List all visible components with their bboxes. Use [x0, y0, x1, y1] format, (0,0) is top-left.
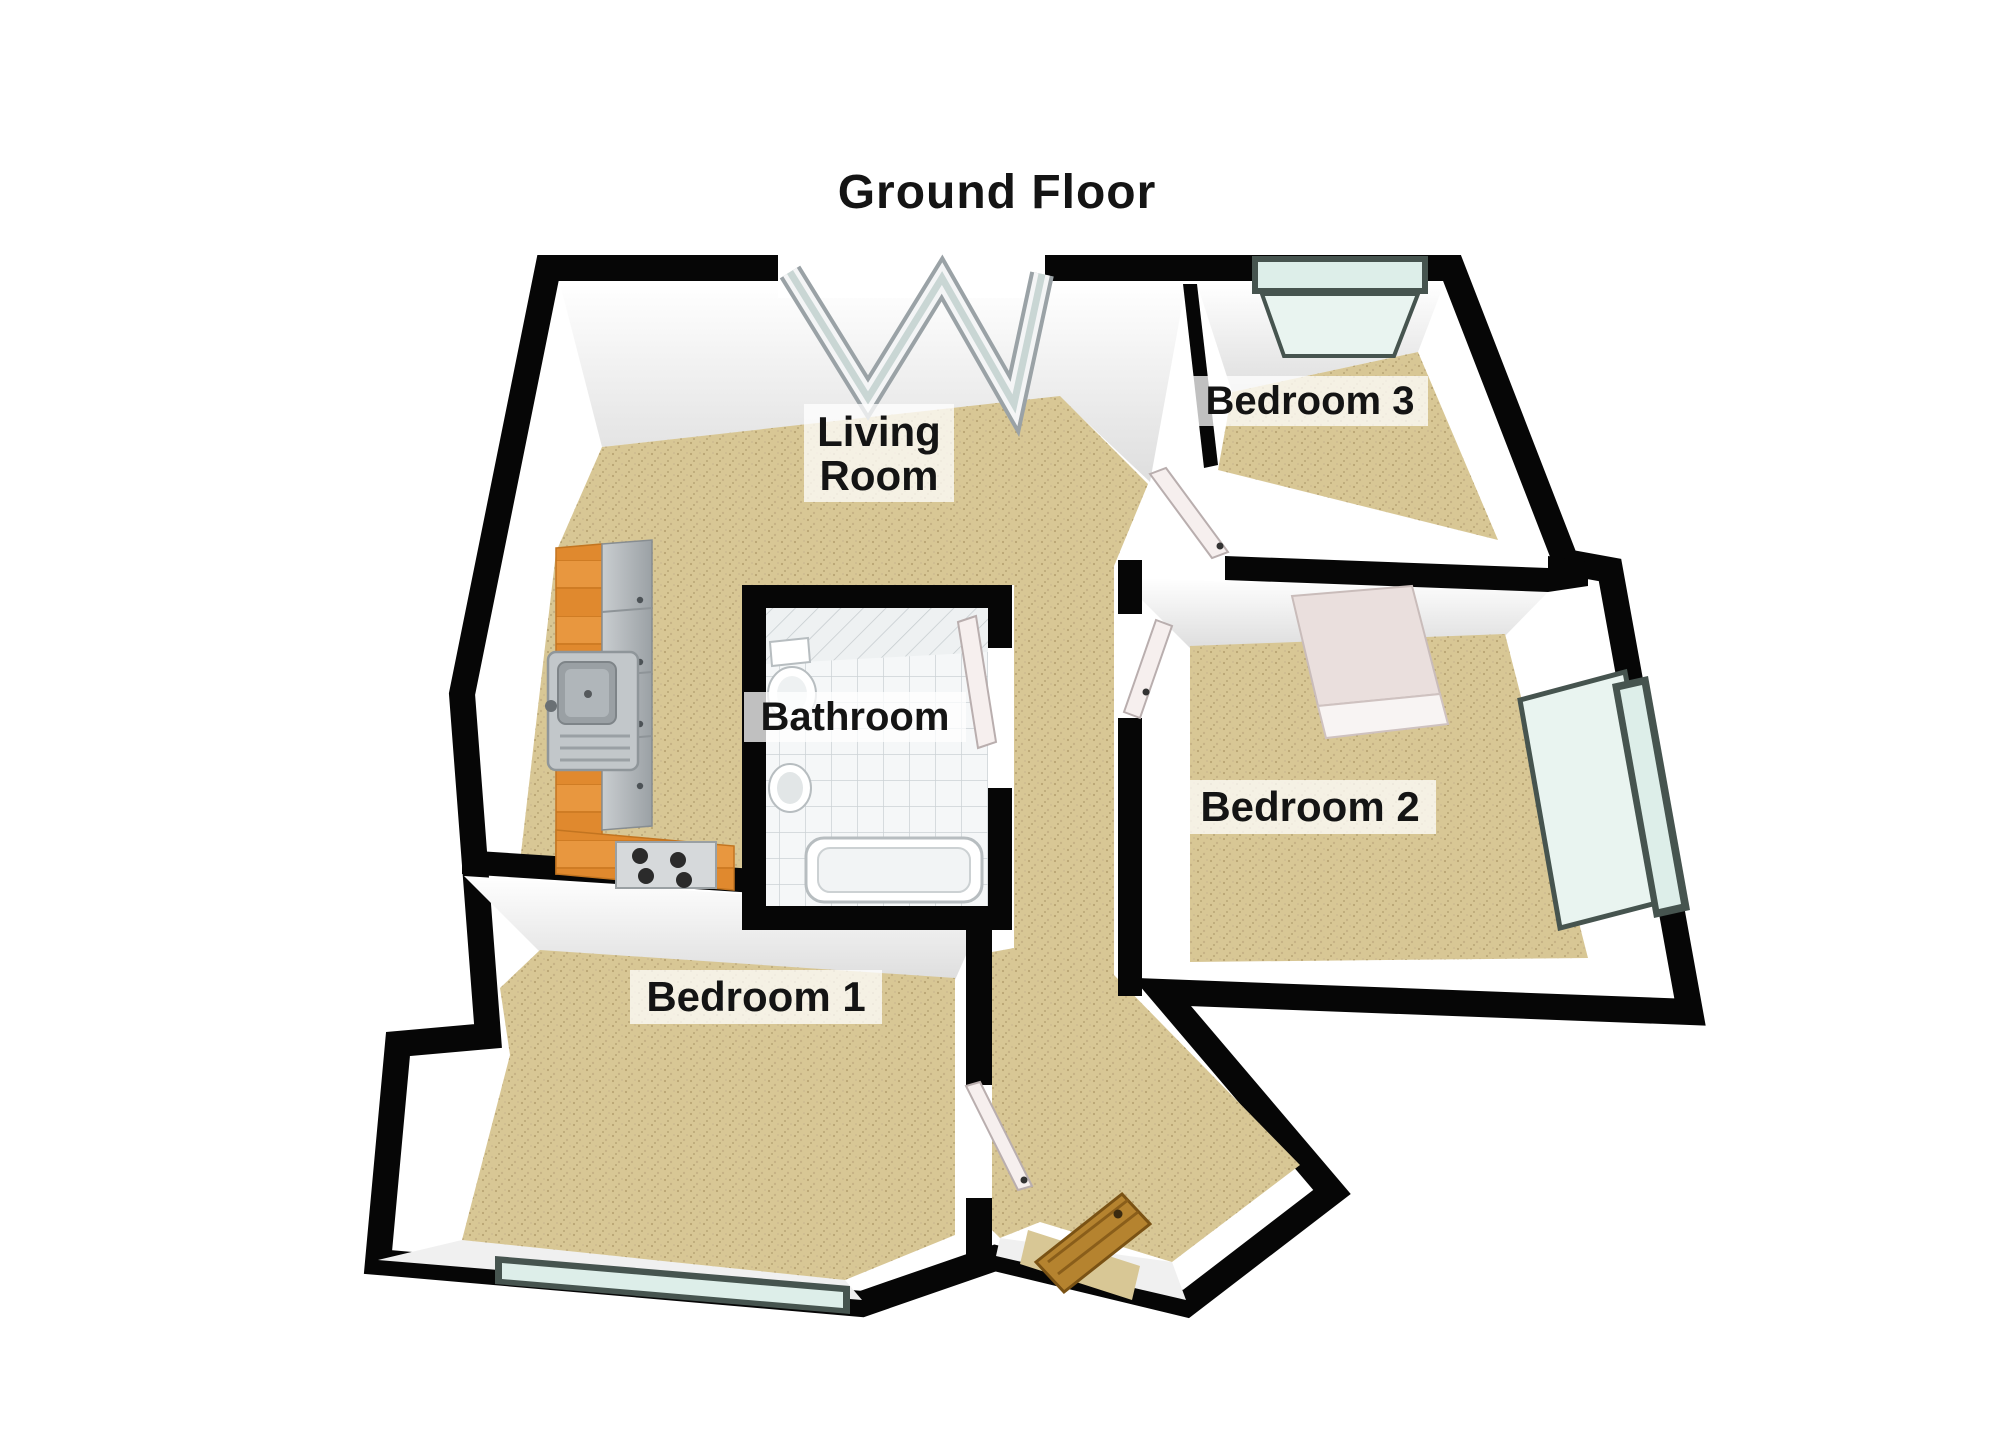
svg-text:Bedroom 2: Bedroom 2: [1200, 783, 1419, 830]
bathroom-sink: [768, 763, 812, 813]
wall-bedroom2-hall-upper: [1118, 560, 1142, 614]
bedroom2-door: [1122, 618, 1174, 720]
bathroom-wall-east-upper: [988, 585, 1012, 648]
page-title: Ground Floor: [838, 166, 1157, 219]
front-door: [1033, 1191, 1153, 1295]
room-labels: Living Room Bedroom 3 Bathroom Bedroom 2…: [630, 376, 1436, 1024]
bathtub: [804, 836, 984, 904]
living-room-hall-floor-speckle: [520, 396, 1300, 1262]
bathroom-tiled-wall: [766, 608, 988, 664]
bedroom1-door: [964, 1080, 1034, 1192]
windows: [495, 256, 1690, 1314]
bathroom-wall-north: [742, 585, 1012, 608]
living-room-label-line1: Living: [817, 408, 941, 455]
wall-bedroom2-hall-lower: [1118, 718, 1142, 996]
bedroom2-label: Bedroom 2: [1184, 780, 1436, 834]
front-door-handle: [1113, 1209, 1123, 1219]
bathroom-interior: [766, 608, 998, 906]
kitchen-sink: [545, 650, 640, 772]
wall-bedroom1-hall-upper: [966, 905, 992, 1085]
living-room-label: Living Room: [804, 404, 954, 502]
bedroom2-window: [1517, 668, 1690, 932]
bedroom3-door: [1148, 466, 1230, 560]
bifold-patio-doors: [779, 254, 1054, 438]
bedroom1-label: Bedroom 1: [630, 970, 882, 1024]
wall-bedroom3-bedroom2: [1225, 556, 1548, 592]
doors: [778, 248, 1230, 1300]
wall-bedroom1-hall-lower: [966, 1198, 992, 1262]
bifold-opening: [778, 248, 1045, 298]
svg-text:Bedroom 3: Bedroom 3: [1206, 379, 1415, 423]
bedroom1-window: [495, 1256, 850, 1314]
bathroom-wall-south: [742, 906, 1012, 930]
kitchen-area: [545, 539, 735, 891]
living-room-label-line2: Room: [820, 452, 939, 499]
bathroom-door: [956, 614, 998, 750]
bedroom1-floor-speckle: [462, 950, 955, 1280]
bathroom-wall-west: [742, 585, 766, 930]
bedroom3-window: [1252, 256, 1428, 358]
svg-text:Bathroom: Bathroom: [761, 695, 950, 739]
bathroom-label: Bathroom: [744, 692, 966, 742]
bedroom3-label: Bedroom 3: [1192, 376, 1428, 426]
bathroom-wall-east-lower: [988, 788, 1012, 930]
bedroom2-wardrobe: [1290, 584, 1450, 740]
kitchen-hob: [615, 841, 717, 889]
svg-text:Bedroom 1: Bedroom 1: [646, 973, 865, 1020]
wall-bedroom3-bedroom2-end: [1548, 556, 1588, 592]
